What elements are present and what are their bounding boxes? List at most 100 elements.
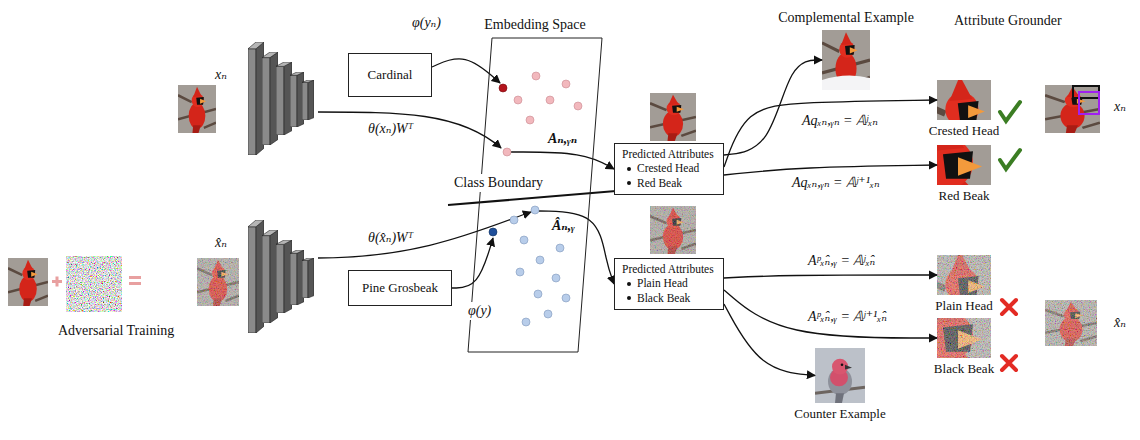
conv-layer	[262, 52, 278, 145]
input-symbol: xₙ	[213, 66, 229, 84]
edge-formula: φ(yₙ)	[410, 14, 443, 32]
class-name: Cardinal	[368, 67, 413, 83]
class-box: Pine Grosbeak	[348, 270, 452, 306]
box-heading: Predicted Attributes	[622, 147, 716, 161]
image-node: Counter Example	[815, 348, 865, 403]
embedding-point	[510, 216, 518, 224]
noise-overlay	[937, 318, 991, 358]
attribute-box: Predicted AttributesCrested HeadRed Beak	[614, 143, 724, 195]
equals-symbol	[129, 276, 141, 279]
conv-layer	[276, 62, 292, 135]
conv-layer	[302, 80, 314, 120]
edge-formula: Aqₓₙ,ᵧₙ = 𝔸ʲ⁺¹ₓₙ	[790, 174, 882, 192]
attribute-row: Crested Head	[622, 161, 716, 175]
edge-formula: Aᵖₓ̂ₙ,ᵧ = 𝔸ʲₓ̂ₙ	[806, 252, 877, 270]
embedding-point	[546, 96, 554, 104]
bird-image	[197, 258, 239, 306]
embedding-point	[556, 244, 564, 252]
cross-mark	[1002, 356, 1016, 370]
crop-image	[908, 247, 1012, 365]
embedding-point	[516, 268, 524, 276]
bird-image	[1045, 85, 1100, 133]
attribute-name: Crested Head	[637, 161, 699, 175]
attribute-name: Plain Head	[637, 276, 688, 290]
embedding-point	[503, 148, 511, 156]
bullet-dot	[627, 181, 631, 185]
embedding-point	[499, 84, 507, 92]
flow-arrow	[539, 211, 614, 284]
attribute-row: Black Beak	[622, 291, 716, 305]
flow-arrow	[724, 100, 937, 167]
cnn-encoder	[248, 42, 314, 155]
embedding-point	[544, 310, 552, 318]
embedding-point	[526, 116, 534, 124]
bird-image	[650, 206, 696, 254]
conv-layer	[290, 250, 304, 305]
feature-formula: θ(x̂ₙ)Wᵀ	[366, 229, 415, 247]
conv-layer	[276, 240, 292, 313]
check-mark	[1000, 102, 1020, 121]
embedding-point	[531, 206, 539, 214]
noise-overlay	[1045, 300, 1097, 346]
crop-image	[871, 108, 1021, 280]
noise-overlay	[937, 255, 991, 295]
embedding-point	[574, 102, 582, 110]
attribute-name: Red Beak	[637, 176, 682, 190]
cnn-encoder	[248, 220, 314, 333]
noise-overlay	[197, 258, 239, 306]
image-caption: Counter Example	[794, 406, 885, 422]
image-caption: Plain Head	[935, 298, 992, 314]
conv-layer	[302, 258, 314, 298]
embedding-point	[536, 256, 544, 264]
image-caption: Red Beak	[939, 188, 990, 204]
bird-image	[650, 93, 696, 141]
feature-arrow	[318, 212, 531, 258]
embedding-point	[522, 318, 530, 326]
input-symbol: x̂ₙ	[213, 234, 229, 252]
embedding-point	[514, 96, 522, 104]
conv-layer	[248, 220, 264, 333]
class-name: Pine Grosbeak	[362, 280, 438, 296]
adversarial-construction	[8, 256, 239, 312]
embedding-point	[562, 80, 570, 88]
box-heading: Predicted Attributes	[622, 262, 716, 276]
embedding-point	[532, 72, 540, 80]
plus-symbol	[56, 277, 59, 287]
edge-formula: Âₙ,ᵧ	[550, 217, 577, 235]
image-caption: Black Beak	[934, 361, 994, 377]
attribute-box: Predicted AttributesPlain HeadBlack Beak	[614, 258, 724, 310]
flow-arrow	[511, 152, 614, 169]
flow-arrow	[724, 290, 937, 338]
noise-image	[66, 256, 122, 312]
section-heading: Adversarial Training	[56, 322, 176, 340]
attribute-row: Red Beak	[622, 176, 716, 190]
crop-image	[871, 281, 1021, 440]
snow	[822, 75, 870, 90]
edge-formula: Aₙ,ᵧₙ	[546, 130, 579, 148]
image-node: Complemental Example	[822, 30, 870, 90]
embedding-point	[520, 236, 528, 244]
section-heading: Attribute Grounder	[952, 12, 1064, 30]
flow-arrow	[724, 275, 937, 278]
bird-image	[815, 348, 865, 403]
flow-arrow	[452, 238, 493, 288]
embedding-point	[489, 228, 497, 236]
feature-arrow	[318, 112, 501, 148]
image-node: Plain Head	[937, 255, 991, 295]
class-box: Cardinal	[348, 53, 432, 97]
noise-overlay	[650, 206, 696, 254]
embedding-point	[552, 274, 560, 282]
bullet-dot	[627, 167, 631, 171]
bullet-dot	[627, 296, 631, 300]
attribute-row: Plain Head	[622, 276, 716, 290]
boundary-label: Class Boundary	[452, 174, 545, 192]
image-node: Black Beak	[937, 318, 991, 358]
embedding-point	[534, 290, 542, 298]
attribute-name: Black Beak	[637, 291, 690, 305]
conv-layer	[248, 42, 264, 155]
image-node: Crested Head	[937, 80, 991, 120]
embedding-point	[562, 294, 570, 302]
flow-arrow	[724, 60, 822, 155]
edge-formula: φ(y)	[466, 302, 493, 320]
